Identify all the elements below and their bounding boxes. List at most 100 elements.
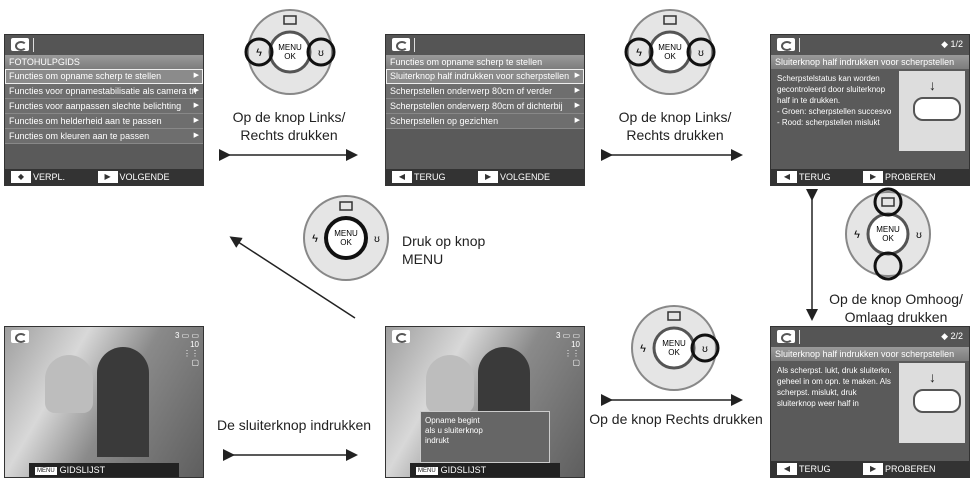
screen-half-press-page2: ◆ 2/2 Sluiterknop half indrukken voor sc…	[770, 326, 970, 478]
svg-text:ʊ: ʊ	[698, 48, 704, 59]
svg-text:ϟ: ϟ	[640, 343, 646, 355]
label-left-right-2: Op de knop Links/ Rechts drukken	[618, 109, 732, 143]
svg-text:ʊ: ʊ	[374, 234, 380, 245]
menu-item[interactable]: Functies om kleuren aan te passen▶	[5, 129, 203, 144]
svg-text:ʊ: ʊ	[318, 48, 324, 59]
label-right: Op de knop Rechts drukken	[589, 411, 763, 427]
page-number: ◆ 1/2	[941, 39, 963, 49]
svg-text:MENU: MENU	[334, 229, 358, 238]
label-menu: Druk op knop MENU	[402, 233, 486, 267]
shutter-press-illustration: ↓	[899, 71, 965, 151]
svg-text:OK: OK	[284, 52, 296, 61]
dial-left-right-2: MENU OK ϟ ʊ	[624, 9, 716, 95]
help-popup: Opname begint als u sluiterknop indrukt	[420, 411, 550, 463]
menu-item[interactable]: Functies voor aanpassen slechte belichti…	[5, 99, 203, 114]
try-label: PROBEREN	[885, 172, 936, 182]
menu-title: FOTOHULPGIDS	[5, 55, 203, 69]
screen-header: ◆ 1/2	[771, 35, 969, 55]
camera-mode-icon	[777, 330, 795, 343]
dial-right: MENU OK ϟ ʊ	[631, 305, 720, 391]
right-arrow-icon: ▶	[97, 171, 118, 183]
left-arrow-icon: ◀	[777, 171, 797, 183]
image-size: 10	[571, 340, 580, 349]
next-label: VOLGENDE	[119, 172, 170, 182]
help-text: Als scherpst. lukt, druk sluiterkn. gehe…	[777, 366, 892, 408]
menu-item[interactable]: Scherpstellen onderwerp 80cm of verder▶	[386, 84, 584, 99]
menu-title: Sluiterknop half indrukken voor scherpst…	[771, 347, 969, 361]
svg-text:ϟ: ϟ	[256, 47, 262, 59]
menu-item[interactable]: Scherpstellen onderwerp 80cm of dichterb…	[386, 99, 584, 114]
bottom-bar: ◀TERUG ▶PROBEREN	[771, 169, 969, 185]
back-label: TERUG	[414, 172, 446, 182]
back-label: TERUG	[799, 464, 831, 474]
back-label: TERUG	[799, 172, 831, 182]
help-text: Scherpstelstatus kan worden gecontroleer…	[777, 74, 892, 127]
right-arrow-icon: ▶	[863, 463, 884, 475]
left-arrow-icon: ◀	[392, 171, 412, 183]
menu-item[interactable]: Sluiterknop half indrukken voor scherpst…	[386, 69, 584, 84]
shots-remaining: 3	[174, 331, 180, 340]
svg-text:OK: OK	[882, 234, 894, 243]
screen-header	[386, 327, 584, 347]
dial-menu: MENU OK ϟ ʊ	[303, 195, 389, 281]
svg-text:ʊ: ʊ	[916, 230, 922, 241]
svg-text:ϟ: ϟ	[312, 233, 318, 245]
menu-item[interactable]: Scherpstellen op gezichten▶	[386, 114, 584, 129]
camera-mode-icon	[11, 330, 29, 343]
image-size: 10	[190, 340, 199, 349]
camera-mode-icon	[392, 330, 410, 343]
page-number: ◆ 2/2	[941, 331, 963, 341]
screen-focus-functions: Functies om opname scherp te stellen Slu…	[385, 34, 585, 186]
menu-title: Functies om opname scherp te stellen	[386, 55, 584, 69]
bottom-bar: ◀TERUG ▶PROBEREN	[771, 461, 969, 477]
menu-item[interactable]: Functies om helderheid aan te passen▶	[5, 114, 203, 129]
screen-header	[386, 35, 584, 55]
svg-text:MENU: MENU	[876, 225, 900, 234]
wedding-photo	[5, 327, 203, 477]
svg-text:OK: OK	[340, 238, 352, 247]
arrow-menu-back	[229, 236, 356, 319]
guide-list-label: GIDSLIJST	[59, 465, 106, 475]
svg-text:ϟ: ϟ	[854, 229, 860, 241]
screen-photo-help-guide: FOTOHULPGIDS Functies om opname scherp t…	[4, 34, 204, 186]
shots-remaining: 3	[555, 331, 561, 340]
menu-item[interactable]: Functies voor opnamestabilisatie als cam…	[5, 84, 203, 99]
dial-left-right-1: MENU OK ϟ ʊ	[244, 9, 336, 95]
left-arrow-icon: ◀	[777, 463, 797, 475]
camera-mode-icon	[11, 38, 29, 51]
svg-text:MENU: MENU	[278, 43, 302, 52]
camera-mode-icon	[777, 38, 795, 51]
svg-text:OK: OK	[664, 52, 676, 61]
screen-shooting-with-popup: 3 ▭ ▭10⋮⋮▢ Opname begint als u sluiterkn…	[385, 326, 585, 478]
up-down-icon: ◆	[11, 171, 31, 183]
screen-half-press-page1: ◆ 1/2 Sluiterknop half indrukken voor sc…	[770, 34, 970, 186]
label-shutter: De sluiterknop indrukken	[216, 417, 372, 433]
label-up-down: Op de knop Omhoog/ Omlaag drukken	[829, 291, 963, 325]
svg-text:MENU: MENU	[662, 339, 686, 348]
menu-item[interactable]: Functies om opname scherp te stellen▶	[5, 69, 203, 84]
move-label: VERPL.	[33, 172, 66, 182]
menu-tag: MENU	[416, 466, 438, 475]
menu-tag: MENU	[35, 466, 57, 475]
shutter-press-illustration: ↓	[899, 363, 965, 443]
camera-mode-icon	[392, 38, 410, 51]
screen-header	[5, 35, 203, 55]
svg-text:MENU: MENU	[658, 43, 682, 52]
next-label: VOLGENDE	[500, 172, 551, 182]
try-label: PROBEREN	[885, 464, 936, 474]
svg-text:OK: OK	[668, 348, 680, 357]
screen-header	[5, 327, 203, 347]
svg-text:ϟ: ϟ	[636, 47, 642, 59]
bottom-bar: ◆VERPL. ▶VOLGENDE	[5, 169, 203, 185]
status-icons: 3 ▭ ▭10⋮⋮▢	[174, 331, 199, 367]
dial-up-down: MENU OK ϟ ʊ	[845, 187, 931, 281]
right-arrow-icon: ▶	[478, 171, 499, 183]
svg-text:ʊ: ʊ	[702, 344, 708, 355]
screen-header: ◆ 2/2	[771, 327, 969, 347]
menu-title: Sluiterknop half indrukken voor scherpst…	[771, 55, 969, 69]
status-icons: 3 ▭ ▭10⋮⋮▢	[555, 331, 580, 367]
